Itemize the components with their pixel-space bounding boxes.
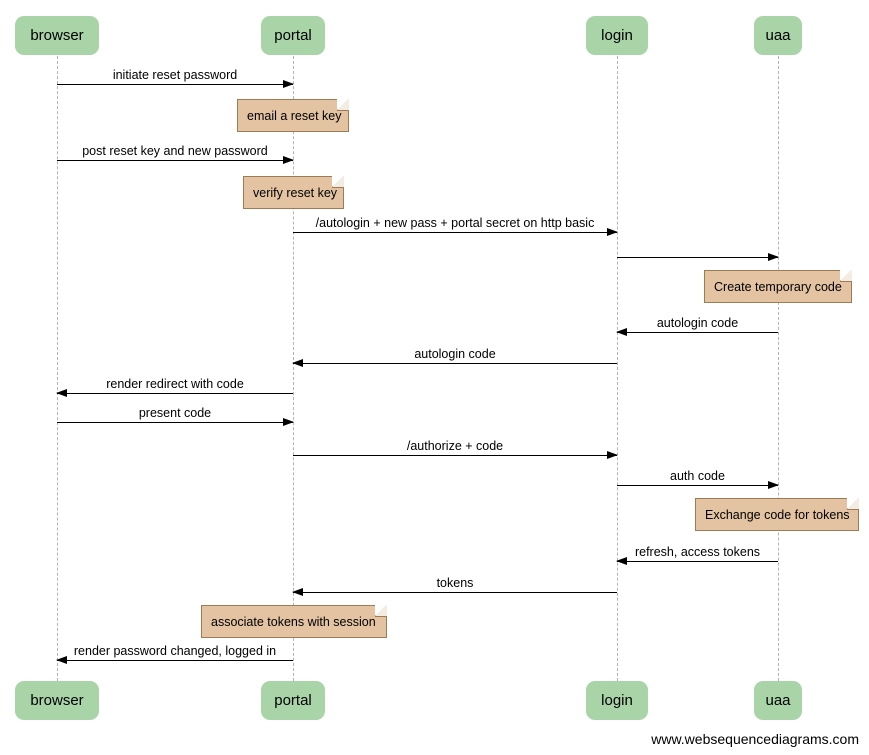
note-label-n5: associate tokens with session [211,615,376,629]
arrowhead-icon [768,481,779,489]
note-n2: verify reset key [243,175,344,209]
message-m8: present code [57,406,294,426]
arrowhead-icon [607,451,618,459]
actor-portal-bottom[interactable]: portal [261,681,325,720]
note-fold-corner-icon [847,497,859,510]
note-fold-corner-icon [332,175,344,188]
lifeline-portal [293,56,294,681]
note-n3: Create temporary code [704,269,852,303]
actor-login-bottom[interactable]: login [586,681,648,720]
arrowhead-icon [616,328,627,336]
note-fold-corner-icon [375,604,387,617]
message-m6: autologin code [292,347,617,367]
lifeline-uaa [778,56,779,681]
message-label-m5: autologin code [656,316,739,330]
message-label-m7: render redirect with code [106,377,244,391]
message-m3: /autologin + new pass + portal secret on… [293,216,618,236]
note-label-n3: Create temporary code [714,280,842,294]
note-n4: Exchange code for tokens [695,497,859,531]
note-fold-corner-icon [337,98,349,111]
actor-portal-top[interactable]: portal [261,16,325,55]
message-m11: refresh, access tokens [616,545,778,565]
message-m12: tokens [292,576,617,596]
arrowhead-icon [292,588,303,596]
arrowhead-icon [283,418,294,426]
message-label-m9: /authorize + code [406,439,504,453]
message-label-m2: post reset key and new password [82,144,268,158]
actor-login-top[interactable]: login [586,16,648,55]
message-label-m3: /autologin + new pass + portal secret on… [315,216,595,230]
arrowhead-icon [292,359,303,367]
arrowhead-icon [56,389,67,397]
note-fold-corner-icon [840,269,852,282]
message-m7: render redirect with code [56,377,293,397]
arrowhead-icon [283,80,294,88]
lifeline-browser [57,56,58,681]
lifeline-login [617,56,618,681]
arrowhead-icon [283,156,294,164]
note-label-n1: email a reset key [247,109,342,123]
actor-browser-top[interactable]: browser [15,16,99,55]
actor-browser-bottom[interactable]: browser [15,681,99,720]
note-label-n4: Exchange code for tokens [705,508,850,522]
message-label-m13: render password changed, logged in [73,644,277,658]
message-m13: render password changed, logged in [56,644,293,664]
message-m4 [617,253,779,261]
watermark: www.websequencediagrams.com [651,731,859,747]
note-label-n2: verify reset key [253,186,338,200]
message-label-m10: auth code [670,469,725,483]
message-label-m11: refresh, access tokens [634,545,761,559]
message-m2: post reset key and new password [57,144,294,164]
message-label-m12: tokens [436,576,474,590]
message-m5: autologin code [616,316,778,336]
note-n5: associate tokens with session [201,604,387,638]
message-m9: /authorize + code [293,439,618,459]
arrowhead-icon [616,557,627,565]
arrowhead-icon [56,656,67,664]
actor-uaa-top[interactable]: uaa [754,16,802,55]
message-m1: initiate reset password [57,68,294,88]
arrowhead-icon [768,253,779,261]
message-label-m6: autologin code [414,347,496,361]
message-label-m8: present code [138,406,212,420]
note-n1: email a reset key [237,98,349,132]
arrowhead-icon [607,228,618,236]
message-label-m1: initiate reset password [112,68,238,82]
actor-uaa-bottom[interactable]: uaa [754,681,802,720]
message-m10: auth code [617,469,779,489]
